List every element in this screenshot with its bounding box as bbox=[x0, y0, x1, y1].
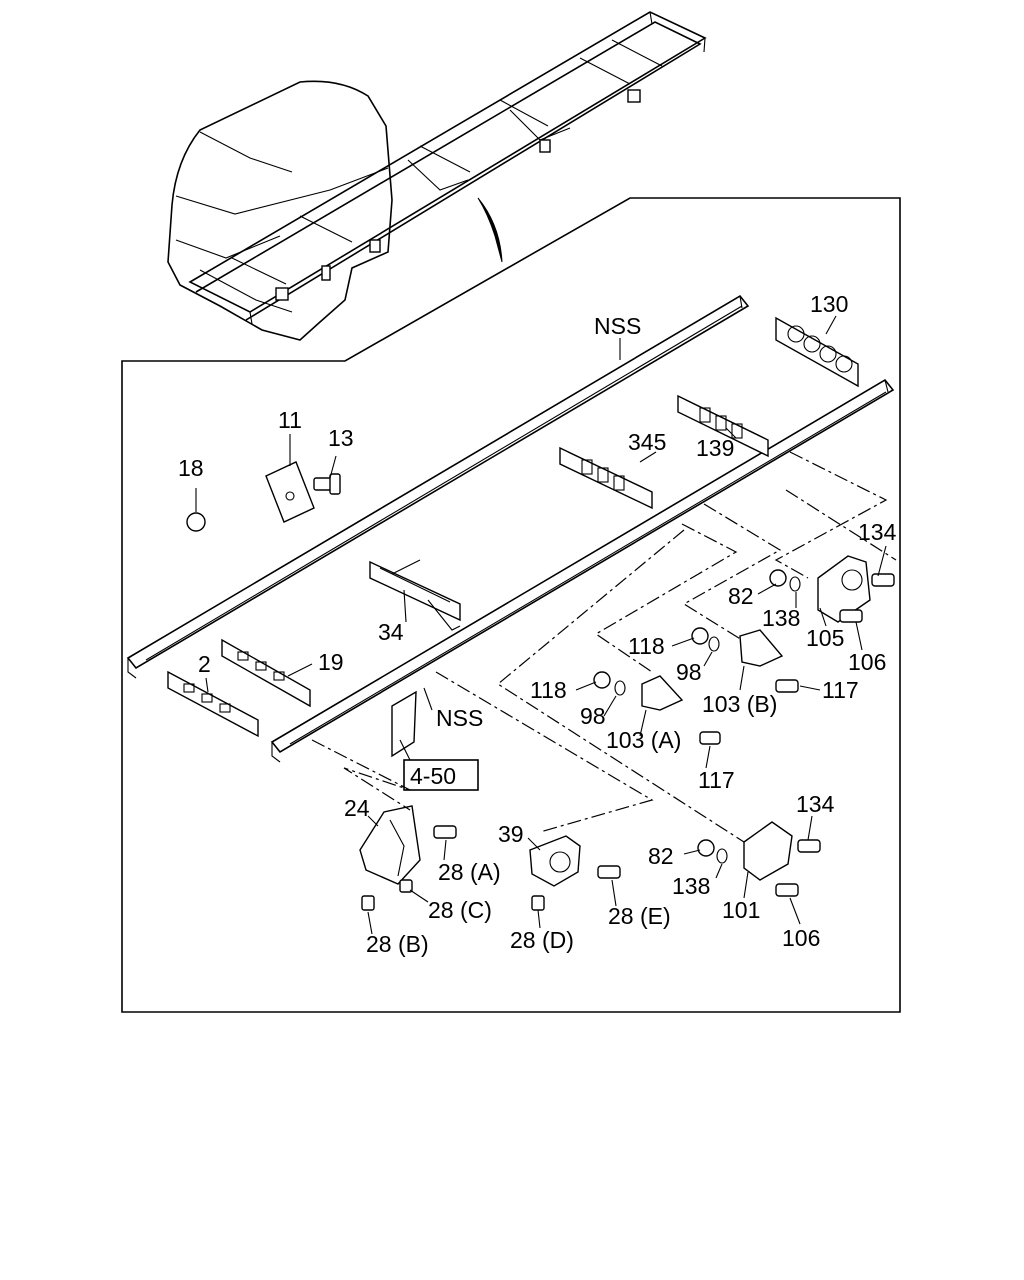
bolt-28c bbox=[399, 879, 413, 893]
assembly-lines bbox=[311, 451, 897, 843]
bracket-4-50 bbox=[391, 690, 417, 758]
callout-19: 19 bbox=[318, 649, 344, 675]
callout-134-low: 134 bbox=[796, 791, 835, 817]
callout-82-top: 82 bbox=[728, 583, 754, 609]
callout-82-low: 82 bbox=[648, 843, 674, 869]
shackle-105 bbox=[817, 555, 871, 623]
truck-overview bbox=[167, 11, 707, 341]
callout-117-left: 117 bbox=[698, 767, 735, 793]
crossmember-130 bbox=[775, 316, 859, 388]
callout-39: 39 bbox=[498, 821, 524, 847]
bracket-11 bbox=[265, 461, 315, 523]
crossmember-19 bbox=[221, 638, 311, 708]
callout-134-top: 134 bbox=[858, 519, 897, 545]
frame-rail-upper bbox=[126, 294, 750, 679]
callout-101: 101 bbox=[722, 897, 760, 923]
callout-28e: 28 (E) bbox=[608, 903, 671, 929]
frame-rail-lower bbox=[270, 378, 895, 763]
bolt-106-top bbox=[839, 609, 863, 623]
hanger-24 bbox=[359, 805, 421, 885]
bolt-13 bbox=[313, 473, 341, 495]
callout-18: 18 bbox=[178, 455, 204, 481]
washer-98-right bbox=[708, 636, 720, 652]
callout-106-low: 106 bbox=[782, 925, 820, 951]
callout-106-top: 106 bbox=[848, 649, 886, 675]
callout-130: 130 bbox=[810, 291, 848, 317]
callout-nss-top: NSS bbox=[594, 313, 641, 339]
callout-117-right: 117 bbox=[822, 677, 859, 703]
washer-98-left bbox=[614, 680, 626, 696]
callout-138-low: 138 bbox=[672, 873, 710, 899]
callouts: 130 NSS 11 13 18 345 139 134 82 138 105 … bbox=[178, 291, 897, 957]
callout-24: 24 bbox=[344, 795, 370, 821]
nut-118-right bbox=[691, 627, 709, 645]
callout-118-left: 118 bbox=[530, 677, 567, 703]
callout-28a: 28 (A) bbox=[438, 859, 501, 885]
callout-11: 11 bbox=[278, 407, 302, 433]
bolt-134-low bbox=[797, 839, 821, 853]
bracket-103a bbox=[641, 675, 684, 711]
bolt-28a bbox=[433, 825, 457, 839]
bolt-117-right bbox=[775, 679, 799, 693]
callout-34: 34 bbox=[378, 619, 404, 645]
callout-13: 13 bbox=[328, 425, 354, 451]
bolt-134-top bbox=[871, 573, 895, 587]
nut-82-top bbox=[769, 569, 787, 587]
bolt-28e bbox=[597, 865, 621, 879]
ref-box-4-50 bbox=[403, 759, 479, 791]
crossmember-345 bbox=[559, 446, 653, 510]
bolt-117-left bbox=[699, 731, 721, 745]
callout-4-50: 4-50 bbox=[410, 763, 456, 789]
callout-28d: 28 (D) bbox=[510, 927, 574, 953]
callout-28c: 28 (C) bbox=[428, 897, 492, 923]
detail-frame bbox=[121, 197, 901, 1013]
shackle-101 bbox=[743, 821, 793, 881]
callout-105: 105 bbox=[806, 625, 844, 651]
nut-18 bbox=[186, 512, 206, 532]
callout-103b: 103 (B) bbox=[702, 691, 777, 717]
crossmember-2 bbox=[167, 670, 259, 738]
callout-139: 139 bbox=[696, 435, 734, 461]
callout-118-right: 118 bbox=[628, 633, 665, 659]
callout-2: 2 bbox=[198, 651, 211, 677]
washer-138-low bbox=[716, 848, 728, 864]
nut-118-left bbox=[593, 671, 611, 689]
bolt-106-low bbox=[775, 883, 799, 897]
leader-lines bbox=[195, 315, 887, 935]
callout-28b: 28 (B) bbox=[366, 931, 429, 957]
hanger-39 bbox=[529, 835, 581, 887]
crossmember-139 bbox=[677, 394, 769, 458]
callout-345: 345 bbox=[628, 429, 666, 455]
callout-98-left: 98 bbox=[580, 703, 606, 729]
bolt-28b bbox=[361, 895, 375, 911]
callout-103a: 103 (A) bbox=[606, 727, 681, 753]
washer-138-top bbox=[789, 576, 801, 592]
callout-nss-mid: NSS bbox=[436, 705, 483, 731]
callout-98-right: 98 bbox=[676, 659, 702, 685]
bolt-28d bbox=[531, 895, 545, 911]
callout-138-top: 138 bbox=[762, 605, 800, 631]
nut-82-low bbox=[697, 839, 715, 857]
bracket-103b bbox=[739, 629, 784, 667]
crossmember-34 bbox=[369, 559, 461, 631]
